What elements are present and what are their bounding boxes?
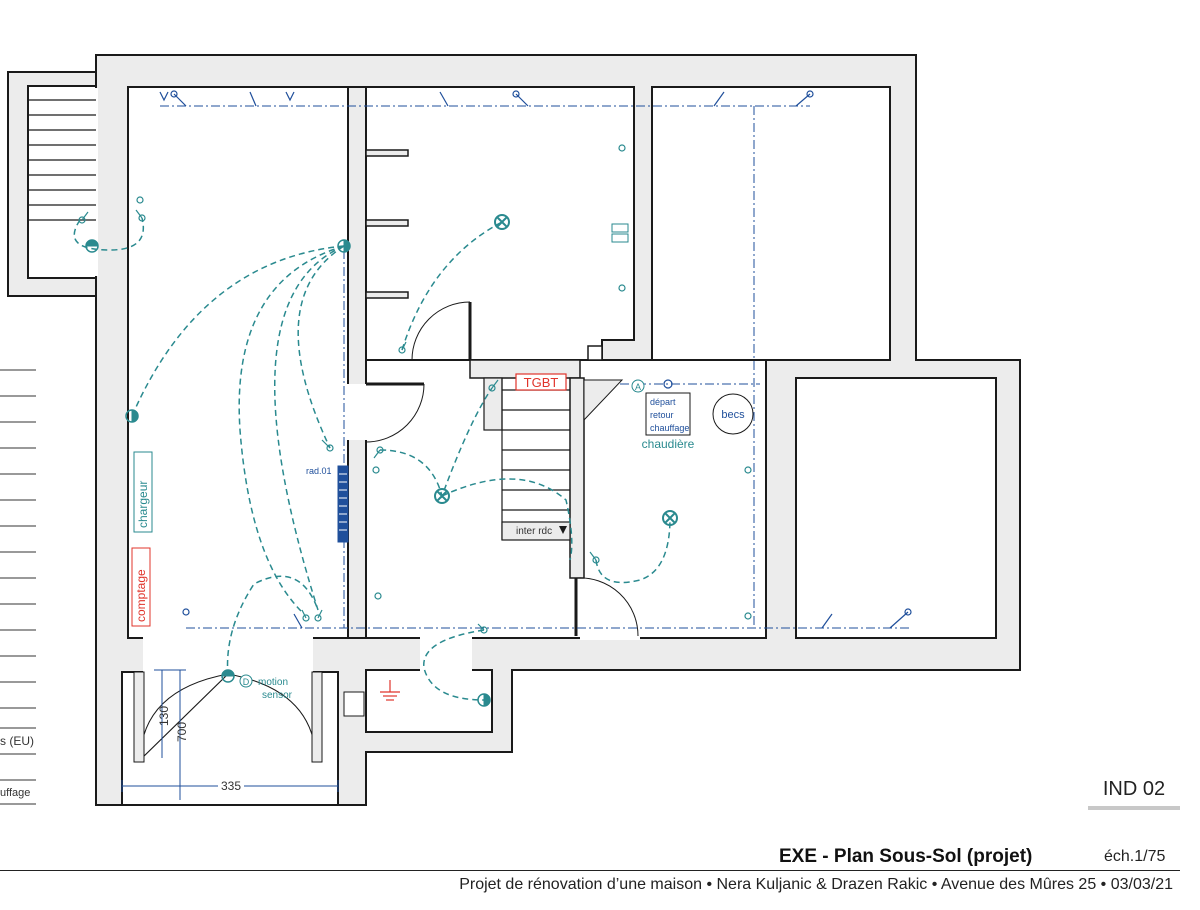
ground-symbol: [380, 680, 400, 701]
legend-eu: s (EU): [0, 734, 34, 748]
dim-130: 130: [157, 706, 171, 726]
inter-rdc-label: inter rdc: [516, 526, 552, 537]
project-subtitle: Projet de rénovation d’une maison • Nera…: [459, 876, 1173, 893]
heating-chauffage: chauffage: [650, 423, 689, 433]
door-gap-3: [420, 636, 472, 672]
stair-wall: [7, 71, 97, 297]
corridor-gap: [94, 88, 98, 276]
chargeur-box: [133, 451, 153, 533]
radiator-fins: [339, 473, 347, 531]
dim-335: 335: [221, 779, 241, 793]
heating-depart: départ: [650, 397, 676, 407]
sensor-label: sensor: [262, 690, 293, 701]
dim-335-bg: [218, 778, 244, 792]
marker-d-circle: [239, 674, 253, 688]
door-gap-1: [346, 384, 368, 440]
floor-plan: TGBT départ retour chauffage becs chaudi…: [0, 54, 1021, 806]
boiler-corner: [583, 379, 624, 422]
plan-scale: éch.1/75: [1104, 848, 1166, 865]
becs-label: becs: [721, 409, 745, 421]
becs-circle: [712, 393, 754, 435]
doors: [133, 301, 639, 763]
light-fixtures: [85, 214, 678, 707]
shelves: [365, 149, 409, 299]
network-lines: [160, 105, 910, 629]
marker-d: D: [243, 677, 250, 687]
marker-a-circle: [631, 379, 645, 393]
plan-title: EXE - Plan Sous-Sol (projet): [779, 846, 1033, 867]
marker-a: A: [635, 382, 641, 392]
legend-chauffage: uffage: [0, 787, 30, 799]
rad01-label: rad.01: [306, 466, 332, 476]
partition-mid: [347, 86, 367, 639]
door-gap-2: [580, 630, 640, 640]
radiator-rad01: [337, 465, 349, 543]
meter-box: [343, 691, 365, 717]
outlet-panel: [611, 223, 629, 243]
stair-central: [483, 377, 571, 541]
heating-retour: retour: [650, 410, 674, 420]
dim-700: 700: [175, 722, 189, 742]
tgbt-box: [515, 373, 567, 391]
chargeur-label: chargeur: [136, 481, 150, 528]
circuit-lines: [73, 217, 671, 701]
motion-label: motion: [258, 677, 288, 688]
chaudiere-label: chaudière: [642, 437, 695, 451]
title-rule: [0, 870, 1180, 871]
network-points: [159, 90, 912, 629]
comptage-label: comptage: [134, 569, 148, 622]
shaft: [587, 345, 603, 361]
tgbt-label: TGBT: [524, 375, 559, 390]
legend-strip: [0, 369, 36, 805]
heating-box: [645, 392, 691, 436]
switch-symbols: [78, 144, 752, 634]
revision-index: IND 02: [1088, 776, 1180, 810]
stair-left: [28, 99, 96, 221]
comptage-box: [131, 547, 151, 627]
inter-rdc-arrow: [559, 526, 567, 534]
